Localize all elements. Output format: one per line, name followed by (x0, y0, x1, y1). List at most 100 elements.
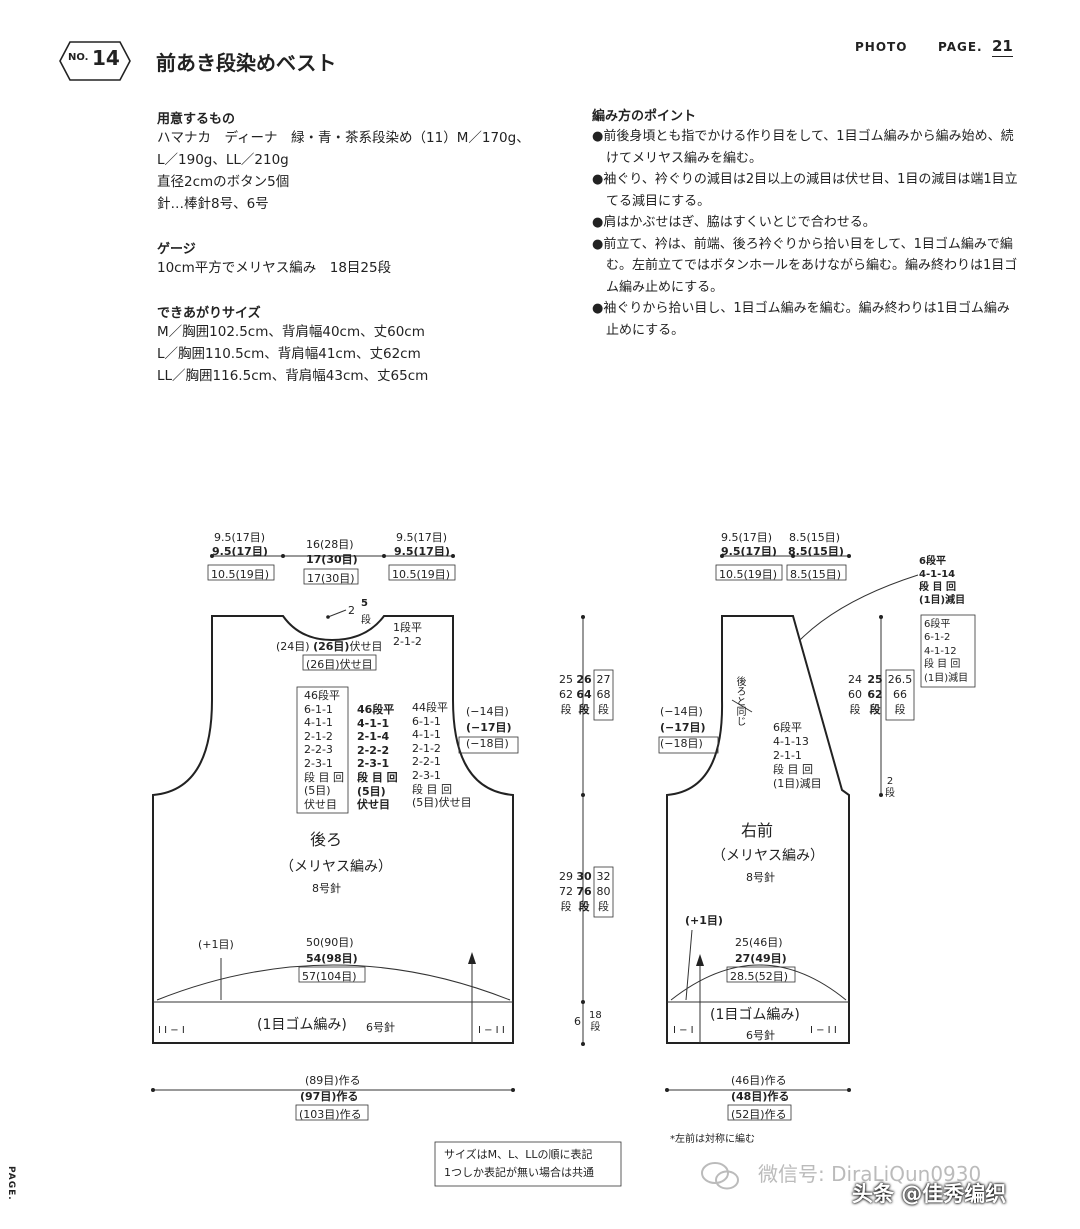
front-w-box (786, 564, 847, 581)
neck-line: 4-1-12 (924, 645, 957, 657)
bindoff-l: (26目) (313, 640, 350, 653)
front-caston-box (727, 1104, 792, 1121)
back-shoulder-box (207, 564, 275, 581)
neck-rows-unit: 段 (361, 615, 371, 626)
dim-rows: 64 (576, 688, 592, 701)
dim-rows: 62 (559, 688, 573, 701)
armhole-line: 4-1-1 (412, 728, 441, 742)
front-width-box (726, 966, 796, 983)
same-as-back: 後ろと同じ (734, 676, 745, 726)
armhole-line: 44段平 (412, 701, 448, 714)
front-inc: (+1目) (685, 914, 723, 927)
armhole-line: 4-1-1 (357, 716, 390, 730)
front-piece-outline (666, 615, 850, 1044)
back-neck-ll: 17(30目) (307, 572, 355, 585)
armhole-line: 2-2-2 (357, 743, 390, 757)
dim-unit: 段 (849, 703, 861, 716)
dec-m: (−14目) (660, 705, 703, 718)
front-rib: (1目ゴム編み) (710, 1007, 800, 1023)
back-rib-right: I − I I (478, 1025, 505, 1036)
point-item: 肩はかぶせはぎ、脇はすくいとじで合わせる。 (592, 212, 1022, 234)
materials-line: 針…棒針8号、6号 (157, 196, 269, 212)
front-caston-m: (46目)作る (731, 1074, 787, 1087)
armhole-line: 2-2-1 (412, 755, 441, 769)
dim-unit: 段 (869, 703, 881, 716)
dim-unit: 段 (885, 788, 895, 799)
front-neck-cm-box (885, 669, 915, 721)
neck-line: (1目)減目 (773, 777, 822, 790)
front-width-m: 25(46目) (735, 936, 783, 949)
legend-line: サイズはM、L、LLの順に表記 (444, 1148, 593, 1161)
front-caston-l: (48目)作る (731, 1090, 790, 1103)
armhole-line: (5目) (304, 784, 331, 798)
dim-unit: 段 (894, 703, 906, 716)
back-shoulder-l: 9.5(17目) (212, 545, 268, 558)
legend-line: 1つしか表記が無い場合は共通 (444, 1166, 594, 1179)
size-line: M／胸囲102.5cm、背肩幅40cm、丈60cm (157, 324, 425, 340)
size-line: L／胸囲110.5cm、背肩幅41cm、丈62cm (157, 346, 421, 362)
dim-rows: 80 (596, 885, 611, 898)
same-as-back-leader (731, 699, 753, 713)
neck-line: 6段平 (773, 721, 802, 734)
dim-rows: 68 (596, 688, 611, 701)
dim-rows: 72 (559, 885, 573, 898)
mirror-note: *左前は対称に編む (670, 1134, 755, 1145)
back-bindoff-box (302, 654, 377, 671)
points-section: 編み方のポイント 前後身頃とも指でかける作り目をして、1目ゴム編みから編み始め、… (592, 108, 1022, 341)
armhole-line: 2-3-1 (304, 756, 333, 770)
mid-armhole-box (593, 669, 614, 721)
back-hem-arc (156, 964, 511, 1001)
point-item: 袖ぐり、衿ぐりの減目は2目以上の減目は伏せ目、1目の減目は端1目立てる減目にする… (592, 169, 1022, 212)
materials-heading: 用意するもの (157, 112, 236, 127)
armhole-line: 4-1-1 (304, 716, 333, 730)
dec-l: (−17目) (466, 721, 512, 734)
dec-m: (−14目) (466, 705, 509, 718)
back-shoulder-m: 9.5(17目) (214, 531, 266, 544)
front-width-ll: 28.5(52目) (730, 970, 789, 983)
dec-ll: (−18目) (660, 737, 703, 750)
back-stitch: （メリヤス編み） (280, 859, 392, 875)
back-shoulder-ll: 10.5(19目) (211, 568, 270, 581)
back-width-box (298, 966, 366, 983)
point-item: 前立て、衿は、前端、後ろ衿ぐりから拾い目をして、1目ゴム編みで編む。左前立てでは… (592, 234, 1022, 299)
pattern-number: 14 (92, 46, 120, 70)
materials-line: 直径2cmのボタン5個 (157, 174, 290, 190)
dim-cm: 27 (596, 673, 611, 686)
neck-note: 1段平 2-1-2 (393, 621, 422, 649)
neck-line: (1目)減目 (924, 672, 969, 684)
neck-line: 4-1-13 (773, 735, 809, 748)
back-direction-arrow (468, 952, 476, 964)
front-dec-box (658, 736, 719, 754)
back-rib: (1目ゴム編み) (257, 1017, 347, 1033)
dim-cm: 24 (848, 673, 862, 686)
back-neck-m: 16(28目) (306, 538, 354, 551)
armhole-line: 2-1-2 (412, 741, 441, 755)
armhole-line: 46段平 (357, 703, 395, 716)
back-rib-needle: 6号針 (366, 1021, 395, 1034)
front-rib-left: I − I (673, 1025, 694, 1036)
back-shoulder-ll-2: 10.5(19目) (392, 568, 451, 581)
front-shoulder-box (715, 564, 783, 581)
back-armhole-box (296, 686, 349, 814)
sizes-section: できあがりサイズ M／胸囲102.5cm、背肩幅40cm、丈60cm L／胸囲1… (157, 302, 428, 387)
front-shoulder-ll: 10.5(19目) (719, 568, 778, 581)
back-rib-left: I I − I (158, 1025, 185, 1036)
dec-l: (−17目) (660, 721, 706, 734)
dim-cm: 32 (596, 870, 611, 883)
wechat-icon (700, 1160, 740, 1192)
back-width-l: 54(98目) (306, 952, 358, 965)
dim-unit: 段 (590, 1022, 601, 1033)
armhole-line: 2-1-2 (304, 729, 333, 743)
bindoff-m: (24目) (276, 640, 310, 653)
dim-cm: 25 (867, 673, 883, 686)
armhole-line: 段 目 回 (304, 770, 344, 784)
legend-text: サイズはM、L、LLの順に表記 1つしか表記が無い場合は共通 (444, 1146, 594, 1182)
armhole-line: 伏せ目 (357, 798, 390, 812)
front-dec: (−14目) (−17目) (−18目) (660, 704, 706, 752)
front-direction-arrow (696, 954, 704, 966)
